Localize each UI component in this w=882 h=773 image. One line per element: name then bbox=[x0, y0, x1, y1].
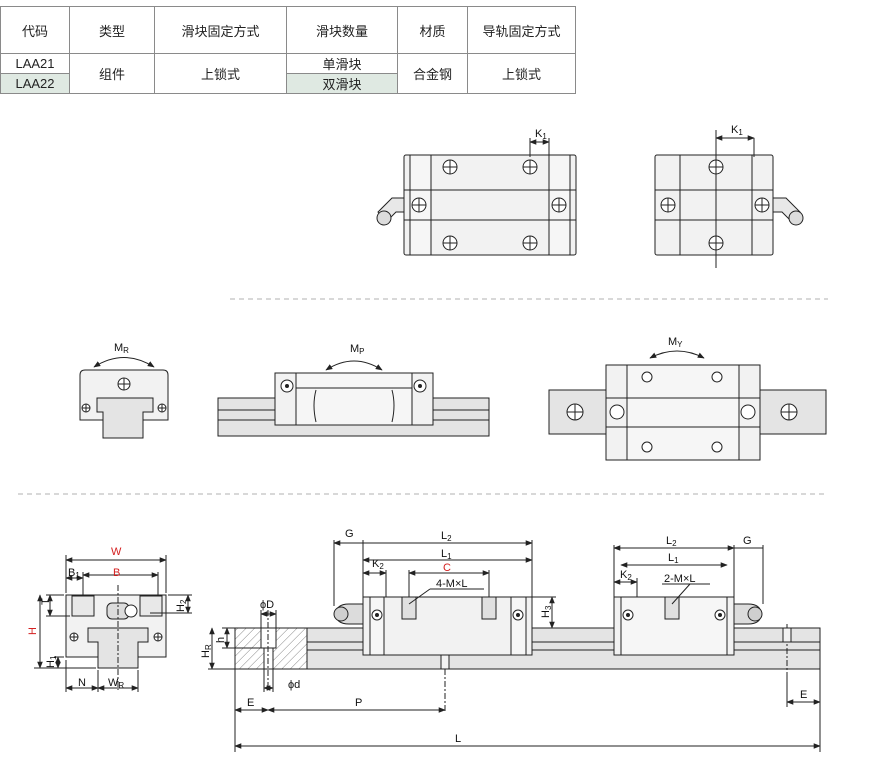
l1-label-left: L1 bbox=[441, 548, 452, 561]
header-material: 材质 bbox=[397, 6, 468, 54]
pitch-moment-view bbox=[217, 360, 490, 437]
b-label: B bbox=[113, 567, 120, 579]
hr-label: HR bbox=[200, 644, 213, 658]
code-cell-2: LAA22 bbox=[0, 73, 70, 94]
h2-label: H2 bbox=[175, 599, 188, 612]
b1-label: B1 bbox=[68, 567, 80, 580]
h-small-label: h bbox=[215, 637, 227, 643]
mxl-label: 4-M×L bbox=[436, 578, 468, 590]
phid-large-label: ϕD bbox=[260, 599, 274, 611]
k1-label-right: K1 bbox=[731, 124, 743, 137]
qty-cell-2: 双滑块 bbox=[286, 73, 398, 94]
g-label-left: G bbox=[345, 528, 354, 540]
p-label: P bbox=[355, 697, 362, 709]
k2-label-left: K2 bbox=[372, 558, 384, 571]
c-label: C bbox=[443, 562, 451, 574]
n-label: N bbox=[78, 677, 86, 689]
yaw-moment-view bbox=[548, 350, 827, 461]
l1-label-right: L1 bbox=[668, 552, 679, 565]
e-label-left: E bbox=[247, 697, 254, 709]
header-code: 代码 bbox=[0, 6, 70, 54]
front-section-view bbox=[34, 555, 192, 692]
h-label: H bbox=[27, 627, 39, 635]
block-fix-cell: 上锁式 bbox=[154, 53, 287, 94]
mxl2-label: 2-M×L bbox=[664, 573, 696, 585]
e-label-right: E bbox=[800, 689, 807, 701]
header-block-qty: 滑块数量 bbox=[286, 6, 398, 54]
type-cell: 组件 bbox=[69, 53, 155, 94]
t-label: T bbox=[40, 598, 52, 605]
h1-label: H1 bbox=[45, 655, 58, 668]
k2-label-right: K2 bbox=[620, 569, 632, 582]
side-assembly-view bbox=[208, 540, 821, 752]
g-label-right: G bbox=[743, 535, 752, 547]
rail-fix-cell: 上锁式 bbox=[467, 53, 576, 94]
material-cell: 合金钢 bbox=[397, 53, 468, 94]
my-label: MY bbox=[668, 336, 683, 349]
k1-label-left: K1 bbox=[535, 128, 547, 141]
wr-label: WR bbox=[108, 677, 124, 690]
header-rail-fix: 导轨固定方式 bbox=[467, 6, 576, 54]
l2-label-right: L2 bbox=[666, 535, 677, 548]
l2-label-left: L2 bbox=[441, 530, 452, 543]
mr-label: MR bbox=[114, 342, 129, 355]
phid-small-label: ϕd bbox=[288, 679, 300, 691]
w-label: W bbox=[111, 546, 122, 558]
mp-label: MP bbox=[350, 343, 365, 356]
h3-label: H3 bbox=[540, 605, 553, 618]
top-view-left bbox=[376, 138, 577, 256]
spec-table: 代码 类型 滑块固定方式 滑块数量 材质 导轨固定方式 LAA21 组件 上锁式… bbox=[0, 6, 576, 94]
code-cell-1: LAA21 bbox=[0, 53, 70, 74]
roll-moment-view bbox=[79, 357, 169, 439]
top-view-right bbox=[654, 130, 804, 268]
l-label: L bbox=[455, 733, 461, 745]
